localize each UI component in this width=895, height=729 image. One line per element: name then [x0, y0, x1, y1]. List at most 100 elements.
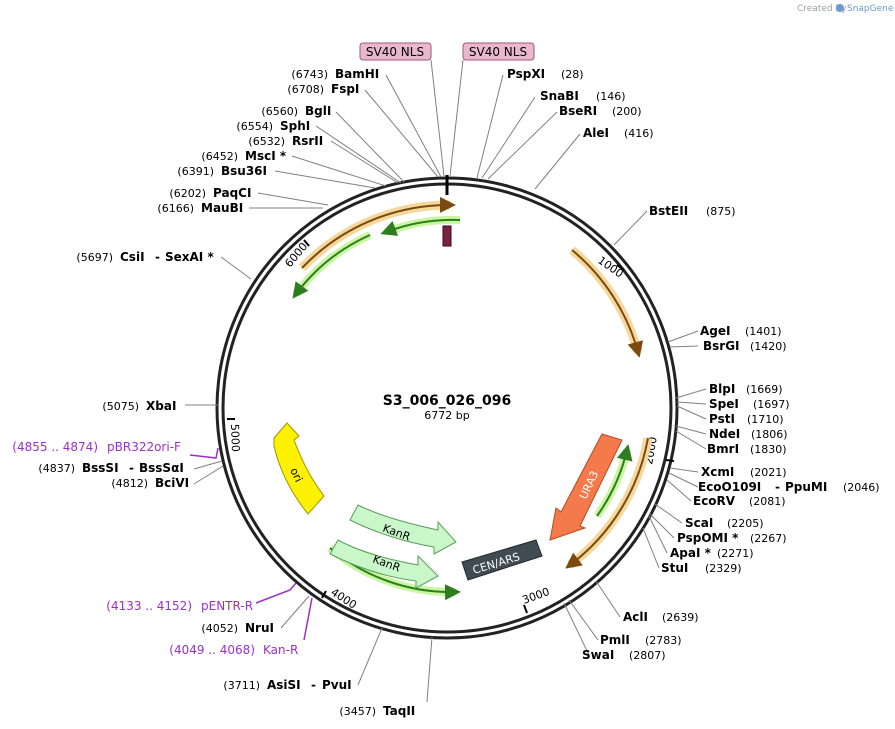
site-label-bsteii[interactable]: BstEII (875)	[649, 204, 736, 218]
site-name-pvui: PvuI	[322, 678, 352, 692]
site-name-bseri: BseRI	[559, 104, 597, 118]
site-name-stui: StuI	[661, 561, 688, 575]
site-name-asisi: AsiSI	[267, 678, 301, 692]
site-name-apai: ApaI *	[670, 546, 712, 560]
sv40-nls-tag-1[interactable]: SV40 NLS	[359, 42, 432, 61]
site-label-pspxi[interactable]: PspXI (28)	[507, 67, 584, 81]
site-label-bamhi[interactable]: (6743) BamHI	[291, 67, 379, 81]
site-label-blpi[interactable]: BlpI (1669)	[709, 382, 783, 396]
kanr-feature-1[interactable]: KanR	[349, 504, 457, 555]
svg-text:(5697): (5697)	[76, 251, 113, 264]
site-label-bsssi[interactable]: (4837) BssSI - BssSαI	[38, 461, 183, 475]
svg-text:(2639): (2639)	[662, 611, 699, 624]
svg-text:-: -	[775, 480, 780, 494]
site-label-csii-sexai[interactable]: (5697) CsiI - SexAI *	[76, 250, 214, 264]
site-name-msci: MscI *	[245, 149, 287, 163]
svg-text:(3711): (3711)	[223, 679, 260, 692]
site-label-msci[interactable]: (6452) MscI *	[201, 149, 286, 163]
site-label-ndei[interactable]: NdeI (1806)	[709, 427, 788, 441]
site-label-paqci[interactable]: (6202) PaqCI	[169, 186, 251, 200]
site-name-bsteii: BstEII	[649, 204, 688, 218]
site-label-sphi[interactable]: (6554) SphI	[236, 119, 310, 133]
svg-text:(416): (416)	[624, 127, 654, 140]
tick-label-5000: 5000	[228, 424, 242, 452]
svg-text:(2021): (2021)	[750, 466, 787, 479]
site-name-acli: AclI	[623, 610, 648, 624]
svg-text:(5075): (5075)	[102, 400, 139, 413]
site-label-pmli[interactable]: PmlI (2783)	[600, 633, 682, 647]
tick-1000	[616, 264, 625, 271]
svg-text:(146): (146)	[596, 90, 626, 103]
svg-text:(2081): (2081)	[749, 495, 786, 508]
site-name-blpi: BlpI	[709, 382, 735, 396]
site-label-bsu36i[interactable]: (6391) Bsu36I	[177, 164, 267, 178]
site-label-bcivi[interactable]: (4812) BciVI	[111, 476, 189, 490]
svg-text:(6708): (6708)	[287, 83, 324, 96]
site-name-xbai: XbaI	[146, 399, 176, 413]
site-label-asisi-pvui[interactable]: (3711) AsiSI - PvuI	[223, 678, 351, 692]
site-label-nrui[interactable]: (4052) NruI	[201, 621, 274, 635]
svg-text:(6554): (6554)	[236, 120, 273, 133]
tick-6000	[303, 239, 310, 247]
svg-text:(2329): (2329)	[705, 562, 742, 575]
site-name-bamhi: BamHI	[335, 67, 379, 81]
site-name-pspxi: PspXI	[507, 67, 545, 81]
feature-arc-top-left	[301, 196, 456, 269]
site-name-taqii: TaqII	[383, 704, 415, 718]
site-label-maubi[interactable]: (6166) MauBI	[157, 201, 243, 215]
svg-text:(2205): (2205)	[727, 517, 764, 530]
site-label-bmri[interactable]: BmrI (1830)	[707, 442, 787, 456]
sv40-nls-tag-2[interactable]: SV40 NLS	[462, 42, 535, 61]
site-label-bsrgi[interactable]: BsrGI (1420)	[703, 339, 787, 353]
svg-text:(6202): (6202)	[169, 187, 206, 200]
site-label-taqii[interactable]: (3457) TaqII	[339, 704, 415, 718]
site-label-ecoo109i-ppumi[interactable]: EcoO109I - PpuMI (2046)	[698, 480, 880, 494]
site-label-fspi[interactable]: (6708) FspI	[287, 82, 359, 96]
ura3-feature[interactable]: URA3	[549, 433, 623, 541]
ori-feature[interactable]: ori	[273, 422, 325, 515]
svg-text:(6391): (6391)	[177, 165, 214, 178]
site-label-acli[interactable]: AclI (2639)	[623, 610, 699, 624]
primer-label-pbr322ori-f[interactable]: (4855 .. 4874) pBR322ori-F	[12, 440, 181, 454]
site-name-bsssi: BssSI	[82, 461, 119, 475]
site-label-ecorv[interactable]: EcoRV (2081)	[693, 494, 786, 508]
sv40-nls-lead-2	[449, 59, 464, 177]
primer-label-kan-r[interactable]: (4049 .. 4068) Kan-R	[169, 643, 298, 657]
primer-label-pentr-r[interactable]: (4133 .. 4152) pENTR-R	[106, 599, 253, 613]
site-name-spei: SpeI	[709, 397, 739, 411]
svg-text:(6532): (6532)	[248, 135, 285, 148]
site-label-psti[interactable]: PstI (1710)	[709, 412, 784, 426]
site-name-ecoo109i: EcoO109I	[698, 480, 761, 494]
site-label-swai[interactable]: SwaI (2807)	[582, 648, 666, 662]
site-name-bcivi: BciVI	[155, 476, 189, 490]
primer-name-kan-r: Kan-R	[263, 643, 298, 657]
plasmid-length: 6772 bp	[424, 409, 469, 422]
site-label-xcmi[interactable]: XcmI (2021)	[701, 465, 787, 479]
site-label-scai[interactable]: ScaI (2205)	[685, 516, 764, 530]
site-label-stui[interactable]: StuI (2329)	[661, 561, 742, 575]
feature-arc-right	[571, 249, 644, 358]
site-label-xbai[interactable]: (5075) XbaI	[102, 399, 176, 413]
cen-ars-feature[interactable]: CEN/ARS	[461, 539, 543, 581]
svg-text:(4052): (4052)	[201, 622, 238, 635]
svg-text:(6452): (6452)	[201, 150, 238, 163]
svg-text:(1669): (1669)	[746, 383, 783, 396]
site-label-agei[interactable]: AgeI (1401)	[700, 324, 782, 338]
site-label-snabi[interactable]: SnaBI (146)	[540, 89, 626, 103]
site-label-rsrii[interactable]: (6532) RsrII	[248, 134, 323, 148]
feature-arc-green-left	[292, 234, 371, 299]
site-label-bseri[interactable]: BseRI (200)	[559, 104, 642, 118]
created-by-text: Created by	[797, 4, 847, 14]
site-name-nrui: NruI	[245, 621, 274, 635]
svg-text:(1830): (1830)	[750, 443, 787, 456]
svg-text:(1401): (1401)	[745, 325, 782, 338]
snapgene-logo-icon	[836, 4, 844, 12]
site-label-spei[interactable]: SpeI (1697)	[709, 397, 790, 411]
site-label-alei[interactable]: AleI (416)	[583, 126, 654, 140]
svg-text:(3457): (3457)	[339, 705, 376, 718]
site-label-bgli[interactable]: (6560) BglI	[261, 104, 331, 118]
site-name-maubi: MauBI	[201, 201, 243, 215]
site-name-ndei: NdeI	[709, 427, 740, 441]
site-label-apai[interactable]: ApaI * (2271)	[670, 546, 754, 560]
site-label-pspomi[interactable]: PspOMI * (2267)	[677, 531, 787, 545]
